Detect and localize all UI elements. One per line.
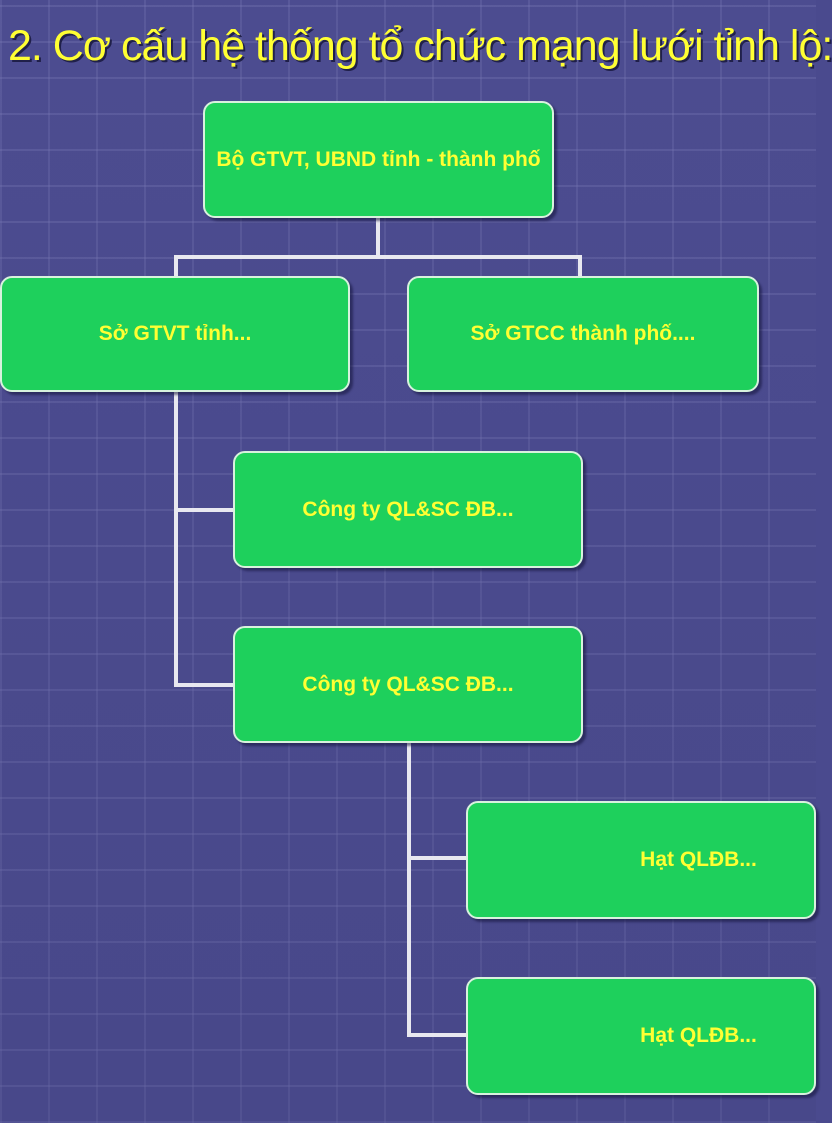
node-hat-1: Hạt QLĐB... <box>466 801 816 919</box>
slide-title: 2. Cơ cấu hệ thống tổ chức mạng lưới tỉn… <box>8 22 832 70</box>
node-cong-ty-1: Công ty QL&SC ĐB... <box>233 451 583 568</box>
node-hat-1-label: Hạt QLĐB... <box>640 848 757 871</box>
node-cong-ty-2-label: Công ty QL&SC ĐB... <box>302 672 514 696</box>
node-cong-ty-1-label: Công ty QL&SC ĐB... <box>302 497 514 521</box>
node-so-gtcc: Sở GTCC thành phố.... <box>407 276 759 392</box>
node-so-gtcc-label: Sở GTCC thành phố.... <box>470 322 696 345</box>
node-so-gtvt: Sở GTVT tỉnh... <box>0 276 350 392</box>
node-hat-2: Hạt QLĐB... <box>466 977 816 1095</box>
node-bo-gtvt-label: Bộ GTVT, UBND tỉnh - thành phố <box>216 147 541 171</box>
node-cong-ty-2: Công ty QL&SC ĐB... <box>233 626 583 743</box>
node-bo-gtvt: Bộ GTVT, UBND tỉnh - thành phố <box>203 101 554 218</box>
node-hat-2-label: Hạt QLĐB... <box>640 1024 757 1047</box>
node-so-gtvt-label: Sở GTVT tỉnh... <box>98 322 252 345</box>
